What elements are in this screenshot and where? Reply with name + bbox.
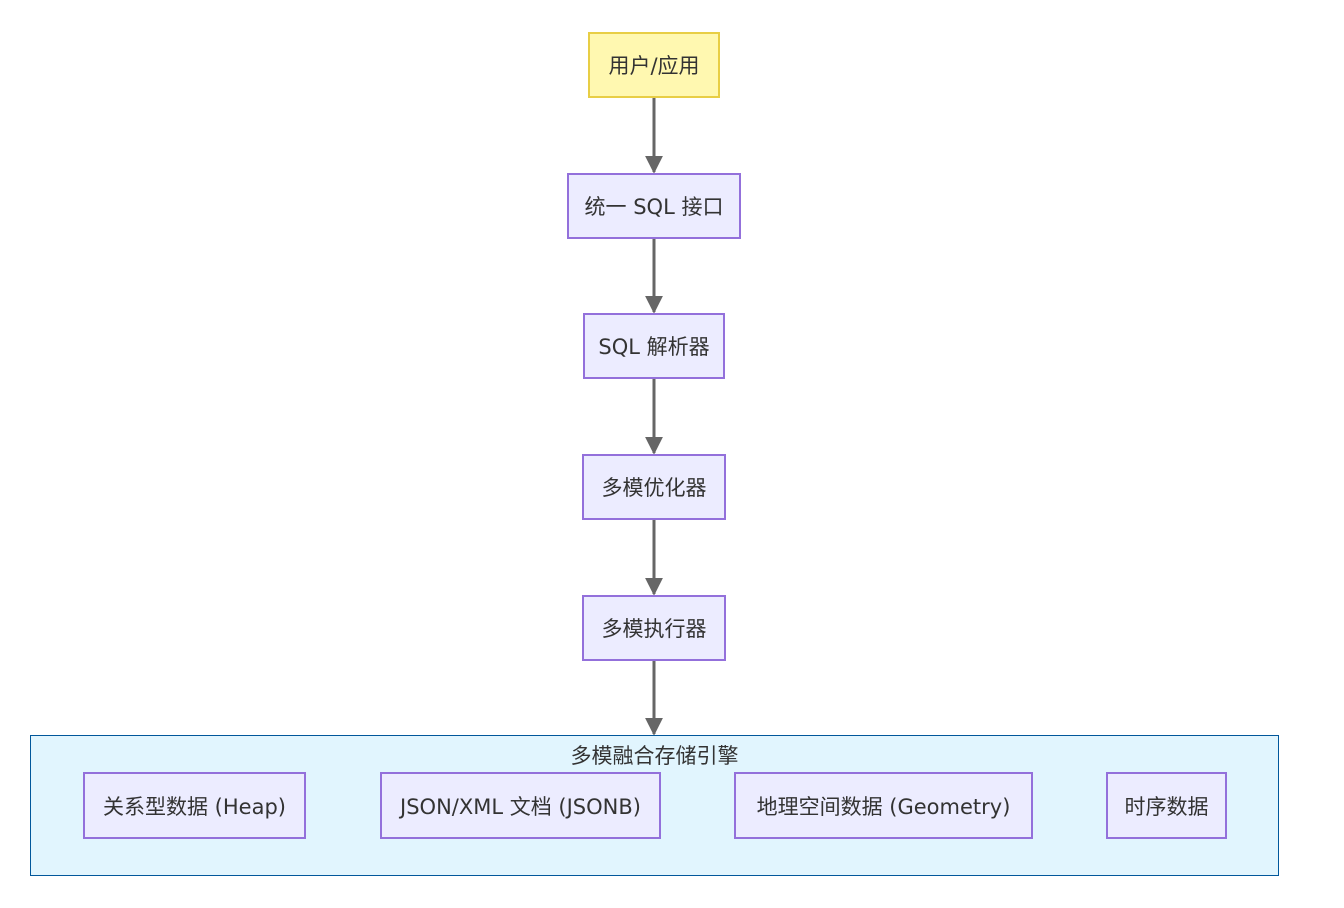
json-xml-document-label: JSON/XML 文档 (JSONB) — [400, 794, 641, 819]
geospatial-data-label: 地理空间数据 (Geometry) — [756, 794, 1011, 819]
relational-data-label: 关系型数据 (Heap) — [103, 794, 286, 819]
user-app-label: 用户/应用 — [608, 54, 700, 78]
executor-label: 多模执行器 — [601, 617, 707, 641]
optimizer-label: 多模优化器 — [601, 476, 707, 500]
user-app-node: 用户/应用 — [588, 32, 720, 98]
sql-interface-node: 统一 SQL 接口 — [567, 173, 741, 239]
relational-data-node: 关系型数据 (Heap) — [83, 772, 306, 839]
time-series-data-node: 时序数据 — [1106, 772, 1227, 839]
sql-interface-label: 统一 SQL 接口 — [584, 195, 724, 219]
time-series-data-label: 时序数据 — [1124, 794, 1209, 819]
executor-node: 多模执行器 — [582, 595, 726, 661]
json-xml-document-node: JSON/XML 文档 (JSONB) — [380, 772, 661, 839]
storage-engine-title: 多模融合存储引擎 — [570, 744, 739, 768]
geospatial-data-node: 地理空间数据 (Geometry) — [734, 772, 1033, 839]
sql-parser-label: SQL 解析器 — [598, 335, 710, 359]
optimizer-node: 多模优化器 — [582, 454, 726, 520]
sql-parser-node: SQL 解析器 — [583, 313, 725, 379]
